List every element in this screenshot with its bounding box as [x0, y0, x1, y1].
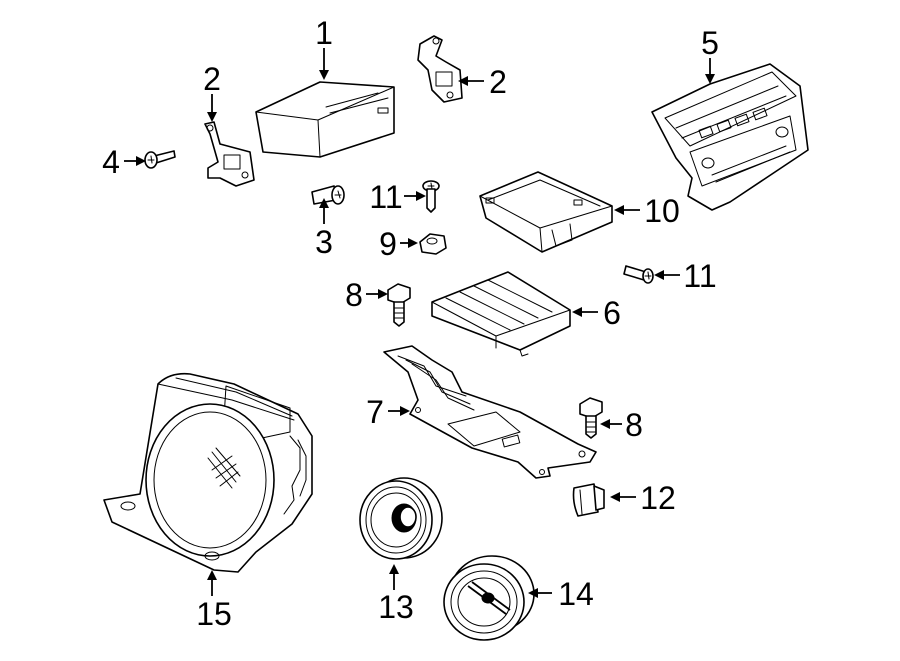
- part-6-amplifier: [431, 271, 571, 357]
- part-12-tweeter: [572, 483, 605, 517]
- callout-8-lower: 8: [625, 407, 643, 443]
- part-3-screw: [311, 185, 345, 205]
- part-8-bolt-upper: [387, 283, 411, 327]
- part-2-bracket-left: [204, 121, 255, 187]
- part-14-speaker: [443, 555, 535, 641]
- callout-1: 1: [315, 15, 333, 51]
- callout-5: 5: [701, 25, 719, 61]
- callout-2-right: 2: [489, 64, 507, 100]
- callout-10: 10: [644, 193, 680, 229]
- part-8-bolt-lower: [579, 397, 603, 439]
- part-7-mounting-bracket: [383, 345, 597, 479]
- callout-4: 4: [102, 144, 120, 180]
- part-13-speaker: [359, 477, 443, 560]
- leader-lines: [124, 48, 715, 598]
- callout-3: 3: [315, 224, 333, 260]
- callout-11-upper: 11: [369, 179, 402, 215]
- part-4-screw: [144, 150, 176, 169]
- callout-12: 12: [640, 480, 676, 516]
- callout-7: 7: [366, 394, 384, 430]
- part-5-control-panel: [651, 63, 809, 211]
- callout-2-left: 2: [203, 61, 221, 97]
- part-2-bracket-right: [417, 35, 463, 103]
- part-10-module: [479, 171, 613, 253]
- part-11-screw-lower: [623, 265, 654, 284]
- part-1-media-unit: [255, 81, 395, 158]
- callout-15: 15: [196, 596, 232, 632]
- callout-6: 6: [603, 295, 621, 331]
- callout-labels: 1 2 2 3 4 5 6 7 8 8 9 10 11 11 12 13 14 …: [102, 15, 719, 632]
- callout-8-upper: 8: [345, 277, 363, 313]
- callout-11-lower: 11: [683, 258, 716, 294]
- callout-13: 13: [378, 589, 414, 625]
- callout-14: 14: [558, 576, 594, 612]
- callout-9: 9: [379, 226, 397, 262]
- part-11-screw-upper: [422, 180, 440, 213]
- part-9-nut: [419, 233, 447, 255]
- part-15-subwoofer: [103, 372, 313, 573]
